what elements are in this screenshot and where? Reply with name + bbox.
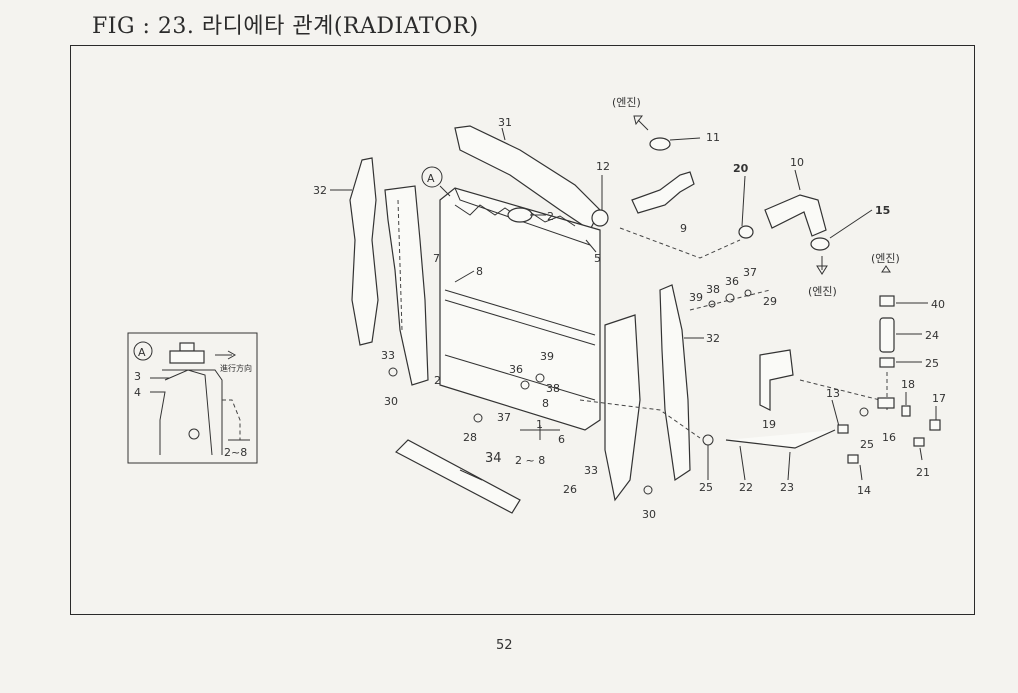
label-40: 40 bbox=[931, 298, 945, 311]
detail-arrow-text: 進行方向 bbox=[220, 363, 252, 373]
valve-13: 13 14 bbox=[799, 379, 881, 497]
label-18: 18 bbox=[901, 378, 915, 391]
engine-right: (엔진) bbox=[871, 252, 900, 265]
label-32-left: 32 bbox=[313, 184, 327, 197]
label-4: 4 bbox=[134, 386, 141, 399]
label-37-fit: 37 bbox=[743, 266, 757, 279]
engine-upper: (엔진) bbox=[612, 96, 641, 109]
label-25-right: 25 bbox=[925, 357, 939, 370]
label-19: 19 bbox=[762, 418, 776, 431]
label-30-right: 30 bbox=[642, 508, 656, 521]
label-31: 31 bbox=[498, 116, 512, 129]
label-7: 7 bbox=[433, 252, 440, 265]
label-14: 14 bbox=[857, 484, 871, 497]
main-marker-text: A bbox=[427, 172, 435, 185]
label-21: 21 bbox=[916, 466, 930, 479]
label-20: 20 bbox=[733, 162, 749, 175]
lower-panel: 34 bbox=[394, 439, 521, 514]
label-24: 24 bbox=[925, 329, 939, 342]
page-title: FIG : 23. 라디에타 관계(RADIATOR) bbox=[92, 14, 479, 39]
right-bracket: 33 26 30 bbox=[563, 314, 656, 521]
label-37-core: 37 bbox=[497, 411, 511, 424]
label-30-left: 30 bbox=[384, 395, 398, 408]
label-12: 12 bbox=[596, 160, 610, 173]
label-33-left: 33 bbox=[381, 349, 395, 362]
label-32-right: 32 bbox=[706, 332, 720, 345]
label-13: 13 bbox=[826, 387, 840, 400]
bracket-19: 19 bbox=[759, 349, 794, 431]
upper-hose: 9 11 (엔진) bbox=[612, 96, 720, 235]
label-29: 29 bbox=[763, 295, 777, 308]
diagram-frame bbox=[70, 45, 975, 615]
label-36-core: 36 bbox=[509, 363, 523, 376]
label-36-fit: 36 bbox=[725, 275, 739, 288]
label-15: 15 bbox=[875, 204, 890, 217]
label-39-core: 39 bbox=[540, 350, 554, 363]
label-1: 1 bbox=[536, 418, 543, 431]
left-bracket: 33 27 30 bbox=[381, 185, 448, 408]
reservoir-hose: 22 23 25 bbox=[699, 429, 836, 494]
label-8-main: 8 bbox=[476, 265, 483, 278]
label-34: 34 bbox=[485, 451, 502, 466]
page-number: 52 bbox=[496, 638, 513, 653]
label-8-lower: 8 bbox=[542, 397, 549, 410]
reservoir-column: (엔진) 40 24 25 bbox=[871, 252, 945, 410]
connector-line bbox=[579, 399, 701, 439]
left-shroud: 32 bbox=[313, 157, 379, 346]
lower-hose: 10 20 15 (엔진) bbox=[733, 156, 890, 298]
lower-fittings: 16 18 17 21 25 bbox=[859, 378, 946, 479]
label-26: 26 bbox=[563, 483, 577, 496]
label-16: 16 bbox=[882, 431, 896, 444]
label-28: 28 bbox=[463, 431, 477, 444]
radiator-core: 2 A 7 8 36 39 38 37 28 1 2 ~ 8 6 8 6 bbox=[421, 166, 601, 467]
detail-inset: A 進行方向 3 4 2~8 bbox=[127, 332, 258, 464]
drain-fittings: 39 38 36 37 29 bbox=[689, 266, 777, 311]
label-9: 9 bbox=[680, 222, 687, 235]
label-25-lower: 25 bbox=[699, 481, 713, 494]
label-22: 22 bbox=[739, 481, 753, 494]
label-17: 17 bbox=[932, 392, 946, 405]
engine-mid: (엔진) bbox=[808, 285, 837, 298]
label-33-right: 33 bbox=[584, 464, 598, 477]
filler-area: 12 5 bbox=[585, 160, 610, 265]
label-38-fit: 38 bbox=[706, 283, 720, 296]
right-shroud: 32 bbox=[659, 284, 720, 482]
label-10: 10 bbox=[790, 156, 804, 169]
label-2-8-main: 2 ~ 8 bbox=[515, 454, 545, 467]
label-5: 5 bbox=[594, 252, 601, 265]
label-3: 3 bbox=[134, 370, 141, 383]
label-25-mid: 25 bbox=[860, 438, 874, 451]
label-38-core: 38 bbox=[546, 382, 560, 395]
label-23: 23 bbox=[780, 481, 794, 494]
label-6-lower: 6 bbox=[558, 433, 565, 446]
label-39-fit: 39 bbox=[689, 291, 703, 304]
connector-line bbox=[619, 227, 741, 259]
label-2: 2 bbox=[547, 210, 554, 223]
label-2-8-detail: 2~8 bbox=[224, 446, 247, 459]
label-11: 11 bbox=[706, 131, 720, 144]
detail-marker-text: A bbox=[138, 346, 146, 359]
